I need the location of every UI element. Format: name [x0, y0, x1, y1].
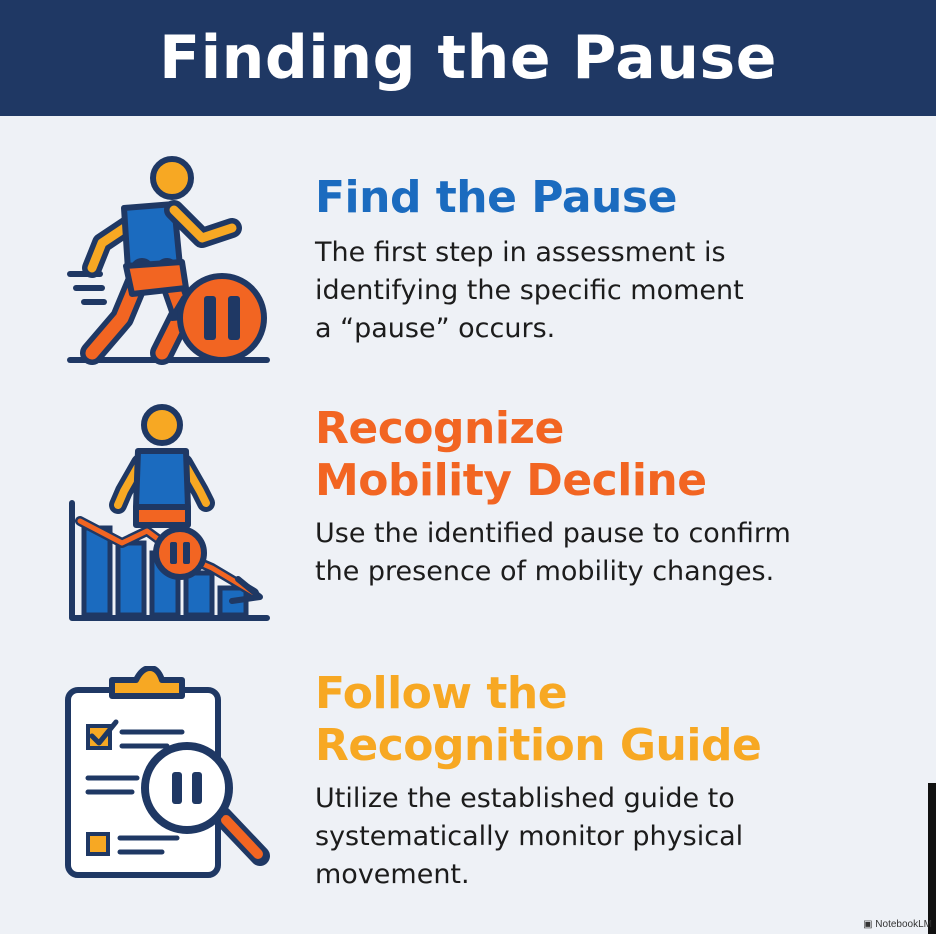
- brand-label: NotebookLM: [875, 919, 932, 930]
- edge-bar: [928, 783, 936, 934]
- clipboard-magnifier-icon: [65, 666, 270, 878]
- description-line: Use the identified pause to confirm: [315, 518, 791, 549]
- section-description: Use the identified pause to confirm the …: [315, 515, 791, 591]
- description-line: systematically monitor physical: [315, 821, 744, 852]
- description-line: movement.: [315, 859, 470, 890]
- description-line: Utilize the established guide to: [315, 783, 735, 814]
- declining-chart-person-icon: [69, 404, 270, 621]
- title-line: Recognition Guide: [315, 720, 762, 771]
- header-banner: Finding the Pause: [0, 0, 936, 116]
- section-text: Follow the Recognition Guide Utilize the…: [315, 668, 762, 894]
- description-line: the presence of mobility changes.: [315, 556, 775, 587]
- description-line: The first step in assessment is: [315, 237, 726, 268]
- section-title: Recognize Mobility Decline: [315, 403, 791, 507]
- description-line: a “pause” occurs.: [315, 313, 556, 344]
- running-person-pause-icon: [67, 156, 270, 365]
- title-line: Mobility Decline: [315, 455, 707, 506]
- notebook-icon: ▣: [863, 919, 876, 930]
- title-line: Follow the: [315, 668, 568, 719]
- brand-watermark: ▣ NotebookLM: [863, 919, 932, 930]
- section-recognition-guide: Follow the Recognition Guide Utilize the…: [0, 662, 936, 902]
- description-line: identifying the specific moment: [315, 275, 744, 306]
- section-title: Find the Pause: [315, 172, 677, 223]
- section-find-pause: Find the Pause The first step in assessm…: [0, 140, 936, 380]
- section-text: Recognize Mobility Decline Use the ident…: [315, 403, 791, 591]
- section-title: Follow the Recognition Guide: [315, 668, 762, 772]
- section-description: Utilize the established guide to systema…: [315, 780, 761, 894]
- title-line: Recognize: [315, 403, 564, 454]
- section-mobility-decline: Recognize Mobility Decline Use the ident…: [0, 395, 936, 635]
- section-text: Find the Pause The first step in assessm…: [315, 172, 744, 348]
- page-title: Finding the Pause: [159, 23, 777, 93]
- section-description: The first step in assessment is identify…: [315, 234, 744, 348]
